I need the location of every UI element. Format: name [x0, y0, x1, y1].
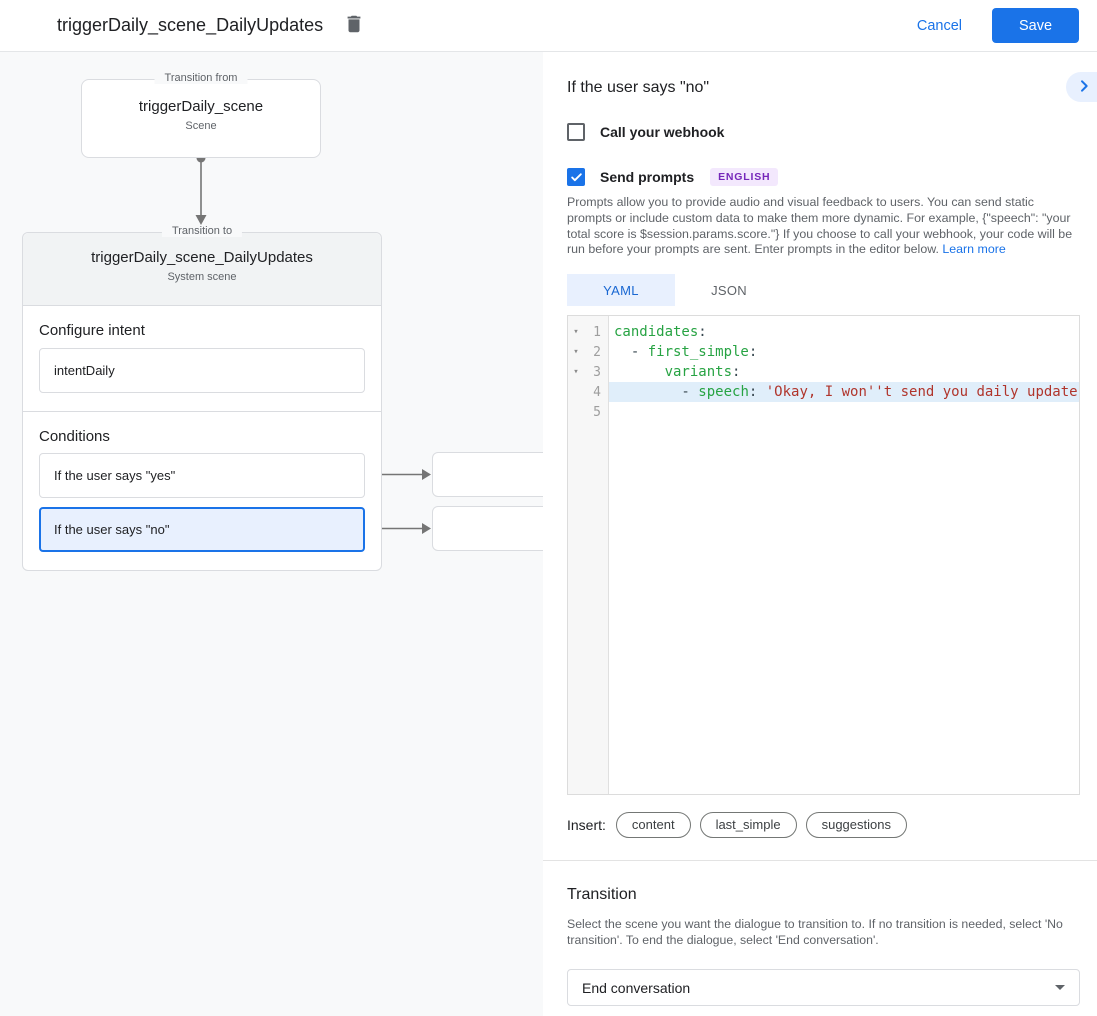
chevron-right-icon	[1076, 78, 1092, 97]
from-node-subtitle: Scene	[185, 120, 217, 132]
delete-scene-button[interactable]	[341, 13, 367, 39]
code-line-4: - speech: 'Okay, I won''t send you daily…	[609, 382, 1079, 402]
language-badge: ENGLISH	[710, 168, 779, 186]
transition-to-legend: Transition to	[161, 225, 243, 237]
insert-chip-last_simple[interactable]: last_simple	[699, 811, 797, 838]
fold-arrow-icon[interactable]: ▾	[573, 367, 579, 377]
intent-value: intentDaily	[54, 363, 115, 378]
editor-format-tabs: YAML JSON	[567, 274, 783, 306]
condition-target-box-yes[interactable]	[432, 452, 543, 497]
editor-gutter: ▾ 1 ▾ 2 ▾ 3 4 5	[568, 316, 609, 794]
line-number: 1	[593, 324, 601, 340]
send-prompts-checkbox[interactable]: Send prompts ENGLISH	[567, 168, 779, 186]
save-button[interactable]: Save	[992, 8, 1079, 43]
conditions-label: Conditions	[39, 428, 110, 445]
transition-description: Select the scene you want the dialogue t…	[567, 917, 1063, 947]
page-title: triggerDaily_scene_DailyUpdates	[57, 15, 324, 35]
learn-more-link[interactable]: Learn more	[942, 242, 1006, 257]
insert-chip-suggestions[interactable]: suggestions	[805, 811, 907, 838]
code-line-5	[609, 402, 1079, 422]
intent-field[interactable]: intentDaily	[39, 348, 365, 393]
transition-select-value: End conversation	[582, 979, 691, 996]
insert-chips: content last_simple suggestions	[615, 811, 916, 838]
transition-from-node[interactable]: Transition from triggerDaily_scene Scene	[81, 72, 321, 158]
condition-panel-title: If the user says "no"	[567, 79, 710, 96]
checkbox-unchecked-icon	[567, 123, 585, 141]
condition-target-box-no[interactable]	[432, 506, 543, 551]
transition-to-card: Transition to triggerDaily_scene_DailyUp…	[22, 225, 382, 571]
call-webhook-checkbox[interactable]: Call your webhook	[567, 123, 724, 141]
code-line-1: candidates:	[614, 324, 707, 340]
code-line-3: variants:	[664, 364, 741, 380]
section-divider	[543, 860, 1097, 861]
configure-intent-section: Configure intent intentDaily	[23, 306, 381, 411]
tab-yaml[interactable]: YAML	[567, 274, 675, 306]
dropdown-caret-icon	[1055, 985, 1065, 990]
condition-row-1[interactable]: If the user says "no"	[39, 507, 365, 552]
condition-row-label: If the user says "no"	[54, 522, 170, 537]
webhook-label: Call your webhook	[600, 124, 725, 140]
conditions-list: If the user says "yes" If the user says "…	[39, 453, 365, 552]
cancel-button[interactable]: Cancel	[916, 17, 962, 34]
line-number: 3	[593, 364, 601, 380]
insert-chip-content[interactable]: content	[615, 811, 691, 838]
to-node-header: triggerDaily_scene_DailyUpdates System s…	[23, 233, 381, 306]
prompt-code-editor[interactable]: ▾ 1 ▾ 2 ▾ 3 4 5 candidates: - first_simple: var…	[567, 315, 1080, 795]
fold-arrow-icon[interactable]: ▾	[573, 327, 579, 337]
scene-flow-diagram: Transition from triggerDaily_scene Scene…	[0, 52, 543, 1016]
fold-arrow-icon[interactable]: ▾	[573, 347, 579, 357]
line-number: 2	[593, 344, 601, 360]
condition-row-label: If the user says "yes"	[54, 468, 176, 483]
conditions-section: Conditions If the user says "yes"If the …	[23, 411, 381, 570]
from-node-title: triggerDaily_scene	[138, 98, 264, 115]
trash-icon	[343, 13, 365, 38]
condition-row-0[interactable]: If the user says "yes"	[39, 453, 365, 498]
topbar: triggerDaily_scene_DailyUpdates Cancel S…	[0, 0, 1097, 52]
configure-intent-label: Configure intent	[39, 322, 145, 339]
prompts-label: Send prompts	[600, 169, 695, 185]
transition-from-legend: Transition from	[154, 72, 248, 84]
condition-detail-panel: If the user says "no" Call your webhook …	[543, 52, 1097, 1016]
editor-code-area[interactable]: candidates: - first_simple: variants: - …	[609, 316, 1079, 794]
insert-toolbar: Insert: content last_simple suggestions	[567, 811, 916, 838]
line-number: 5	[593, 404, 601, 420]
to-node-title: triggerDaily_scene_DailyUpdates	[91, 249, 313, 266]
prompts-description: Prompts allow you to provide audio and v…	[567, 195, 1073, 257]
checkbox-checked-icon	[567, 168, 585, 186]
transition-title: Transition	[567, 886, 637, 903]
insert-label: Insert:	[567, 816, 606, 833]
tab-json[interactable]: JSON	[711, 282, 747, 298]
collapse-panel-button[interactable]	[1066, 72, 1097, 102]
transition-select[interactable]: End conversation	[567, 969, 1080, 1006]
code-line-2: - first_simple:	[614, 344, 758, 360]
to-node-subtitle: System scene	[167, 271, 237, 283]
line-number: 4	[593, 384, 601, 400]
